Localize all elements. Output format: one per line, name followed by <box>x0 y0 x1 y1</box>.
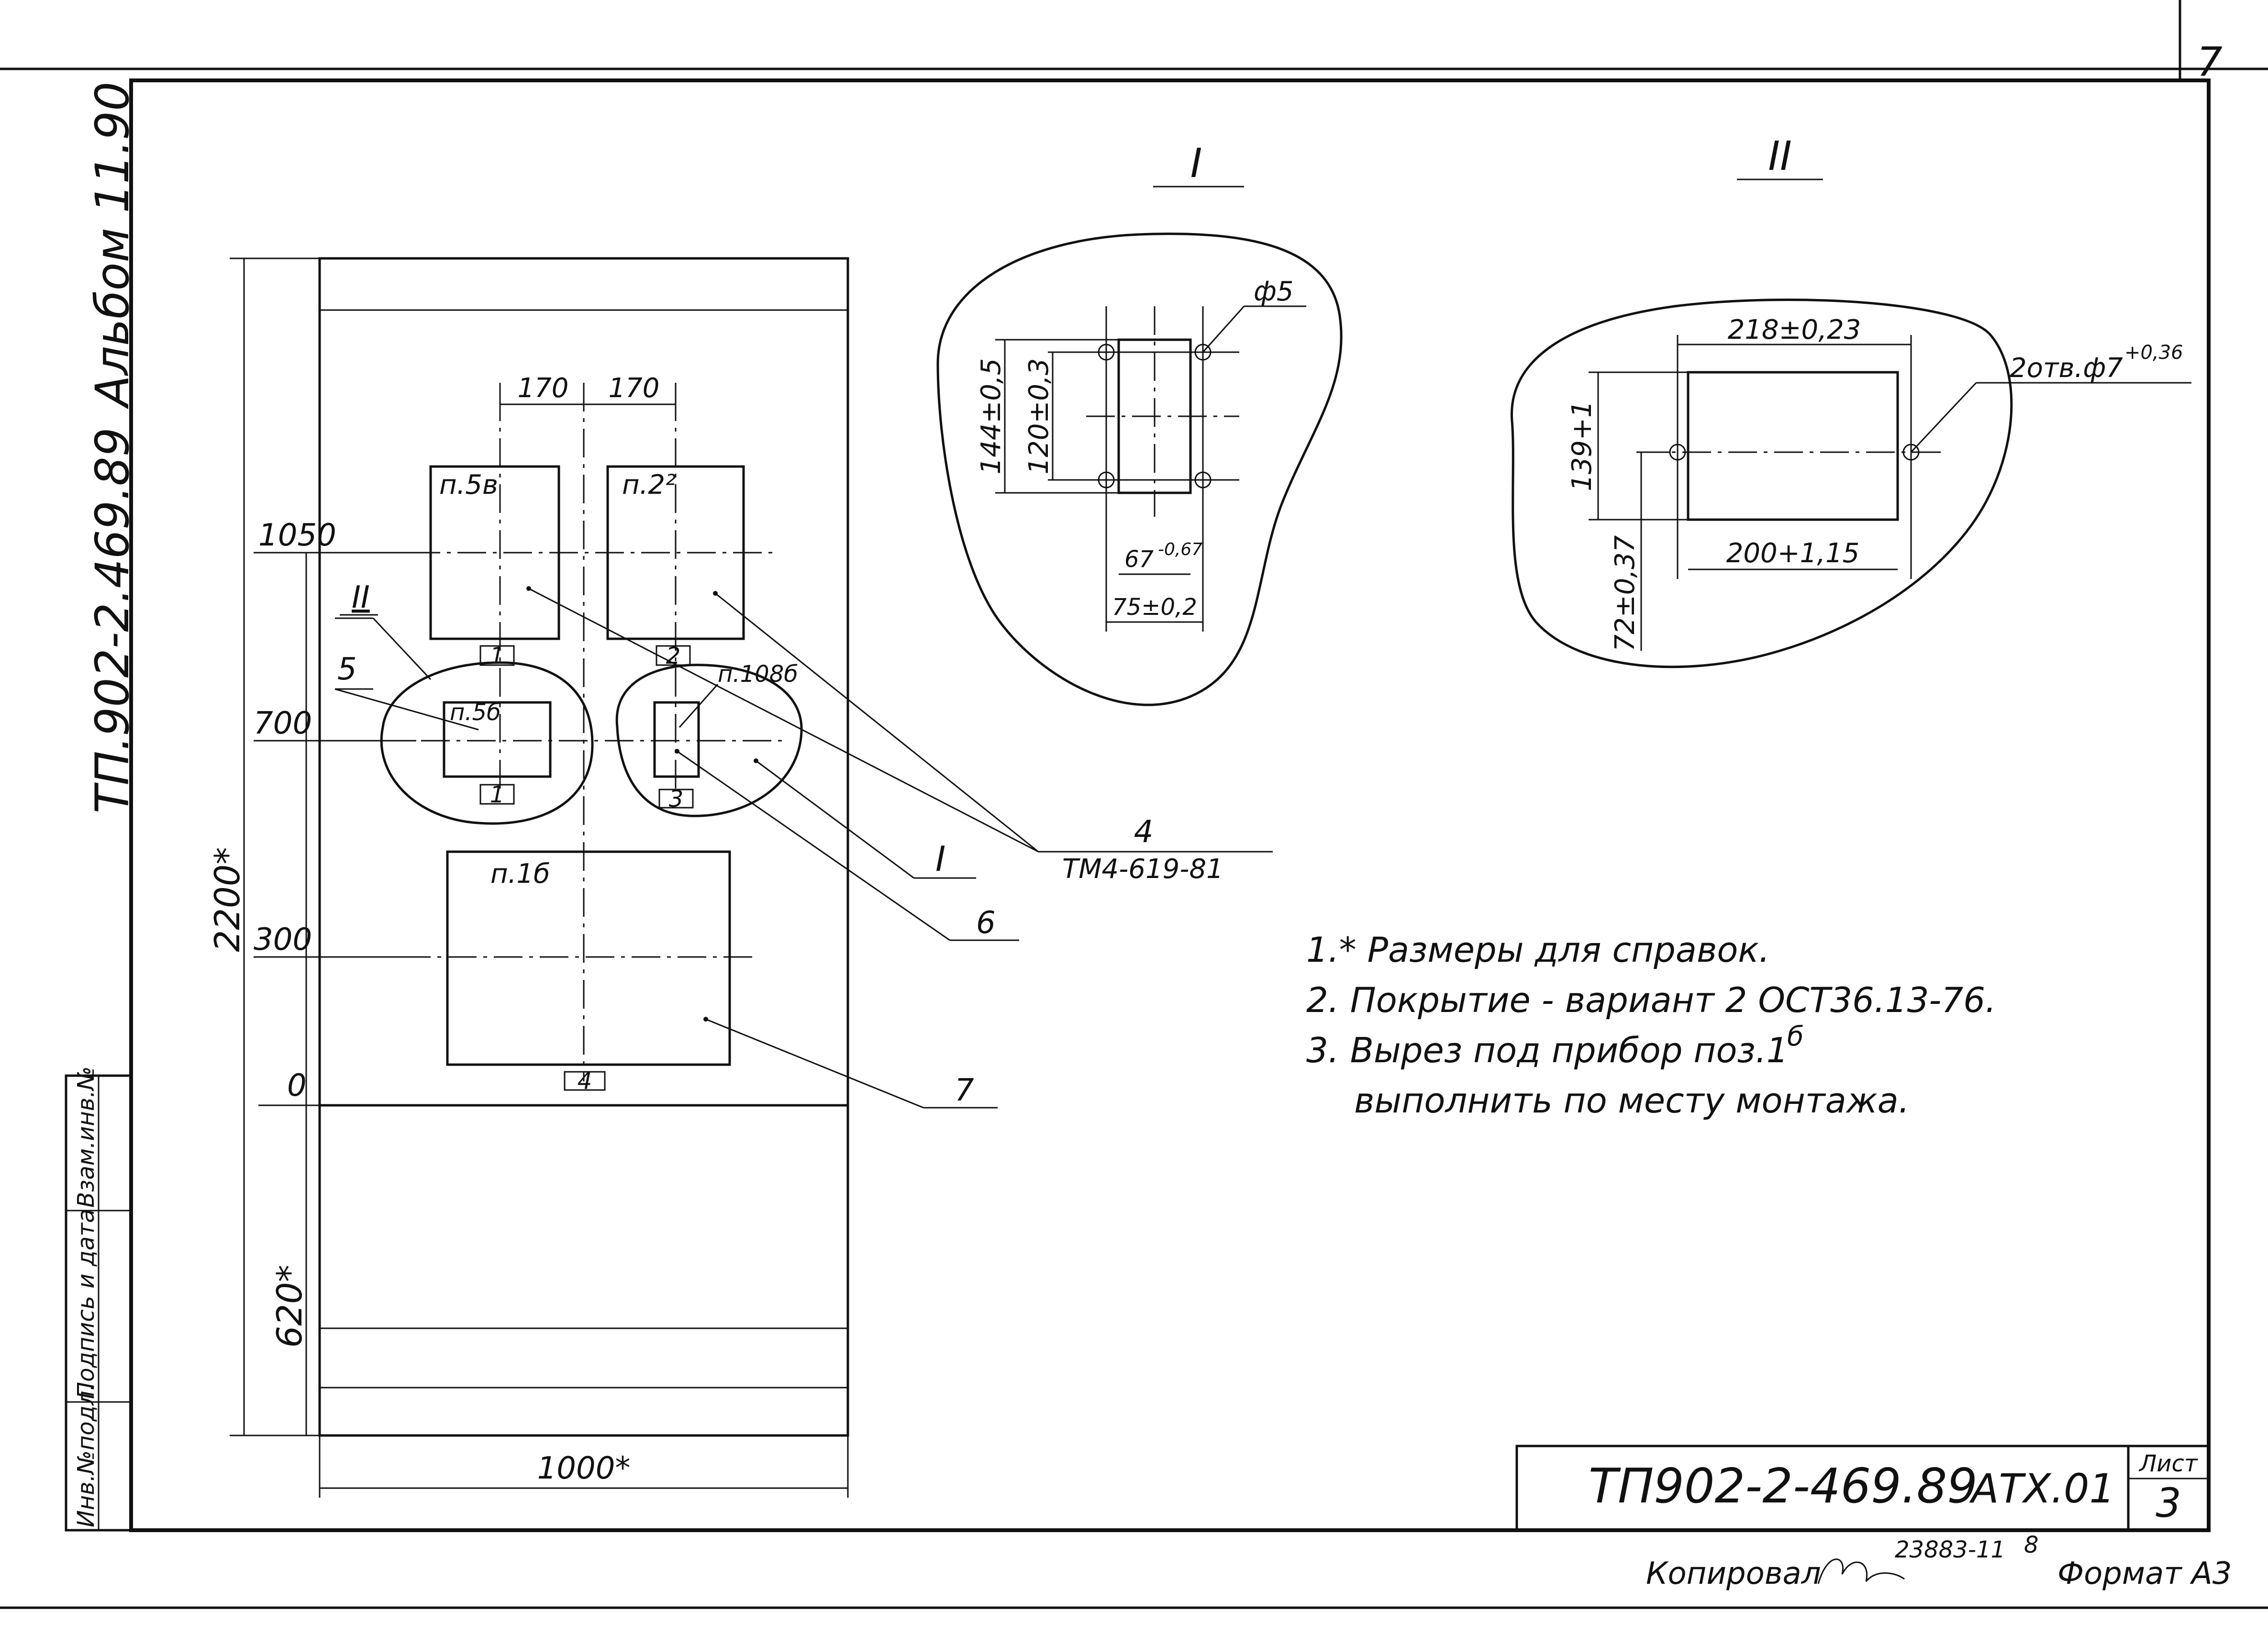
footer-copied: Копировал <box>1646 1556 1821 1591</box>
detail-I-outline <box>936 233 1343 706</box>
cabinet-outline <box>318 257 849 1437</box>
stamp-signature-date: Подпись и дата <box>73 1209 100 1399</box>
leader-lines <box>334 588 1273 1109</box>
box-4: 4 <box>578 1068 592 1095</box>
footer-format: Формат А3 <box>2057 1556 2232 1591</box>
note-3: 3. Вырез под прибор поз.1 <box>1306 1030 1789 1070</box>
level-1050: 1050 <box>258 518 336 553</box>
note-2: 2. Покрытие - вариант 2 ОСТ36.13-76. <box>1306 980 1996 1020</box>
note-4: выполнить по месту монтажа. <box>1354 1080 1910 1121</box>
stamp-replaced-inv: Взам.инв.№ <box>73 1067 100 1208</box>
panel-b-label: п.2² <box>622 469 676 501</box>
panel-a-label: п.5в <box>439 469 498 501</box>
callout-I: I <box>935 839 945 879</box>
panel-e <box>446 850 731 1066</box>
note-3-sup: б <box>1787 1021 1804 1052</box>
vertical-dimensions <box>230 257 320 1436</box>
level-300: 300 <box>254 922 312 957</box>
dim-total-height: 2200* <box>207 847 247 952</box>
detail-II-dim-holes: 2отв.ф7 <box>2010 353 2123 384</box>
panel-c <box>443 701 552 778</box>
copier-signature <box>1817 1558 1905 1584</box>
detail-II-dim-139: 139+1 <box>1567 400 1598 491</box>
note-1: 1.* Размеры для справок. <box>1306 930 1770 970</box>
spacing-left: 170 <box>518 373 569 404</box>
callout-4-ref: ТМ4-619-81 <box>1062 854 1223 885</box>
page-number: 7 <box>2197 38 2222 85</box>
title-code: АТХ.01 <box>1969 1465 2115 1512</box>
view-marker-II: II <box>352 580 370 615</box>
callout-4: 4 <box>1134 814 1154 850</box>
footer-order-number: 23883-11 <box>1895 1536 2005 1563</box>
stamp-inv-orig: Инв.№подл. <box>73 1383 100 1527</box>
detail-I-dim-67: 67 <box>1124 546 1154 573</box>
notes: 1.* Размеры для справок. 2. Покрытие - в… <box>1306 930 1996 1121</box>
dim-width: 1000* <box>537 1451 631 1486</box>
box-1b: 1 <box>490 781 505 808</box>
level-0: 0 <box>287 1068 307 1103</box>
detail-I-dim-67-tol: -0,67 <box>1158 540 1202 559</box>
title-block <box>1515 1445 2210 1532</box>
width-dimension <box>319 1435 849 1498</box>
title-sheet-label: Лист <box>2138 1450 2199 1477</box>
detail-II-outline <box>1510 299 2013 668</box>
spacing-dimensions <box>499 383 677 412</box>
detail-II-dim-holes-tol: +0,36 <box>2124 342 2183 364</box>
title-designation: ТП902-2-469.89 <box>1589 1458 1978 1514</box>
detail-I-boundary <box>615 664 803 817</box>
level-700: 700 <box>254 706 312 741</box>
detail-II-title: II <box>1768 133 1792 179</box>
detail-II-dim-218: 218±0,23 <box>1728 314 1861 345</box>
level-lines <box>254 552 416 1106</box>
callout-6: 6 <box>976 905 996 941</box>
panel-e-label: п.1б <box>490 858 550 890</box>
detail-I-dim-75: 75±0,2 <box>1112 594 1197 621</box>
box-3: 3 <box>669 786 684 812</box>
callout-7: 7 <box>955 1073 974 1108</box>
left-stamp <box>65 1074 133 1532</box>
detail-II-boundary <box>380 661 594 825</box>
box-1a: 1 <box>490 643 505 669</box>
detail-I-title: I <box>1190 140 1202 187</box>
spacing-right: 170 <box>609 373 660 404</box>
panel-d <box>653 701 700 778</box>
detail-I-dim-120: 120±0,3 <box>1023 358 1055 475</box>
dim-bottom: 620* <box>269 1265 310 1347</box>
title-sheet-number: 3 <box>2156 1479 2181 1526</box>
footer-order-sheet: 8 <box>2024 1532 2039 1558</box>
detail-II-dim-72: 72±0,37 <box>1610 535 1641 651</box>
detail-I-dim-hole: ф5 <box>1254 276 1294 307</box>
callout-5: 5 <box>337 652 357 687</box>
side-project: ТП.902-2.469.89 <box>86 427 139 813</box>
detail-I-dim-144: 144±0,5 <box>976 358 1007 475</box>
panel-c-label: п.5б <box>450 699 501 726</box>
side-album: Альбом 11.90 <box>86 82 139 410</box>
detail-II-cutout <box>1687 371 1899 521</box>
detail-II-dim-200: 200+1,15 <box>1726 538 1860 569</box>
